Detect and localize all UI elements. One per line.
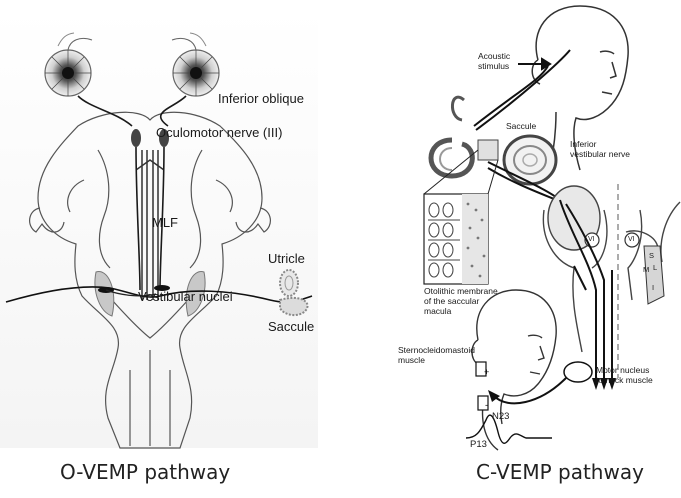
label-vi-right: VI: [628, 236, 635, 243]
acoustic-stimulus-arrow: [518, 59, 550, 69]
svg-text:-: -: [485, 400, 488, 410]
label-i: I: [652, 284, 654, 292]
label-otolithic-1: Otolithic membrane: [424, 287, 498, 296]
label-oculomotor-nerve: Oculomotor nerve (III): [156, 126, 282, 140]
label-inferior-oblique: Inferior oblique: [218, 92, 304, 106]
label-m: M: [643, 266, 649, 274]
caption-o-vemp: O-VEMP pathway: [60, 460, 230, 484]
label-saccule-left: Saccule: [268, 320, 314, 334]
label-saccule-right: Saccule: [506, 122, 536, 131]
label-l: L: [653, 264, 657, 272]
label-vi-left: VI: [588, 236, 595, 243]
caption-c-vemp: C-VEMP pathway: [476, 460, 644, 484]
label-otolithic-3: macula: [424, 307, 451, 316]
oculomotor-nucleus-left: [131, 129, 141, 147]
label-mlf: MLF: [152, 216, 178, 230]
label-scm-1: Sternocleidomastoid: [398, 346, 475, 355]
label-stimulus: stimulus: [478, 62, 509, 71]
label-n23: N23: [492, 412, 509, 422]
label-inferior: Inferior: [570, 140, 596, 149]
label-scm-2: muscle: [398, 356, 425, 365]
label-acoustic: Acoustic: [478, 52, 510, 61]
label-vestibular-nerve: vestibular nerve: [570, 150, 630, 159]
motor-nucleus: [564, 362, 592, 382]
label-otolithic-2: of the saccular: [424, 297, 479, 306]
label-motor-2: to neck muscle: [596, 376, 653, 385]
label-s: S: [649, 252, 654, 260]
label-utricle: Utricle: [268, 252, 305, 266]
svg-text:+: +: [484, 367, 489, 377]
utricle-icon: [280, 270, 298, 296]
label-motor-1: Motor nucleus: [596, 366, 649, 375]
label-p13: P13: [470, 440, 487, 450]
label-vestibular-nuclei: Vestibular nuclei: [138, 290, 233, 304]
